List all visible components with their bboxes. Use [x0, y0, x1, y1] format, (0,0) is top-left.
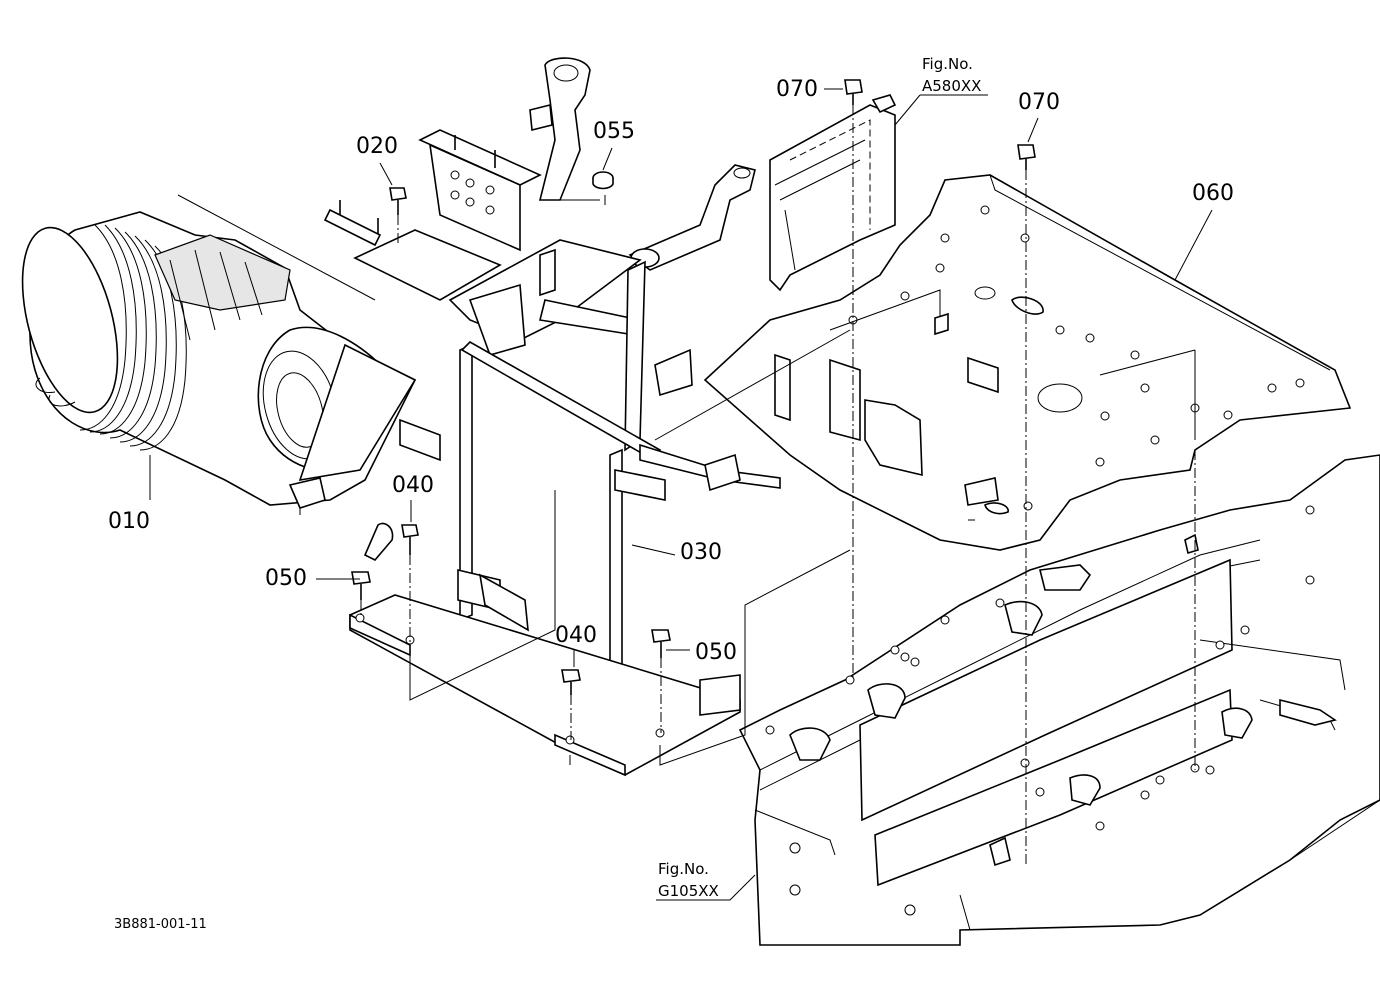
support-frame — [323, 57, 781, 777]
leader-lines — [149, 88, 1213, 901]
label-070-right: 070 — [1018, 90, 1060, 115]
bolt-070-left — [844, 79, 863, 105]
label-060: 060 — [1192, 181, 1234, 206]
assembly-lines — [177, 105, 1196, 865]
label-010: 010 — [108, 509, 150, 534]
label-020: 020 — [356, 134, 398, 159]
fig-ref-a580-label: Fig.No. — [922, 55, 973, 73]
base-frame-g105 — [738, 454, 1380, 946]
bolt-050-left — [351, 571, 371, 600]
label-050-left: 050 — [265, 566, 307, 591]
floor-panel — [703, 174, 1352, 551]
bolt-040-right — [561, 669, 581, 695]
bolts — [351, 79, 1036, 695]
bolt-050-right — [651, 629, 671, 658]
label-070-left: 070 — [776, 77, 818, 102]
fig-ref-g105-number[interactable]: G105XX — [658, 882, 719, 900]
part-labels: 010 020 030 040 040 050 050 055 060 070 … — [108, 77, 1234, 665]
label-040-right: 040 — [555, 623, 597, 648]
air-cleaner-assembly — [21, 211, 417, 515]
fig-ref-g105[interactable]: Fig.No. G105XX — [658, 860, 719, 900]
fig-ref-g105-label: Fig.No. — [658, 860, 709, 878]
label-055: 055 — [593, 119, 635, 144]
bolt-070-right — [1017, 144, 1036, 170]
label-030: 030 — [680, 540, 722, 565]
bolt-020 — [389, 187, 407, 215]
fig-ref-a580[interactable]: Fig.No. A580XX — [922, 55, 981, 95]
seat-bracket-a580 — [769, 94, 897, 292]
fig-ref-a580-number[interactable]: A580XX — [922, 77, 981, 95]
nut-055 — [592, 171, 614, 190]
drawing-code: 3B881-001-11 — [114, 917, 207, 932]
label-050-right: 050 — [695, 640, 737, 665]
bolt-040-left — [401, 524, 419, 555]
label-040-left: 040 — [392, 473, 434, 498]
